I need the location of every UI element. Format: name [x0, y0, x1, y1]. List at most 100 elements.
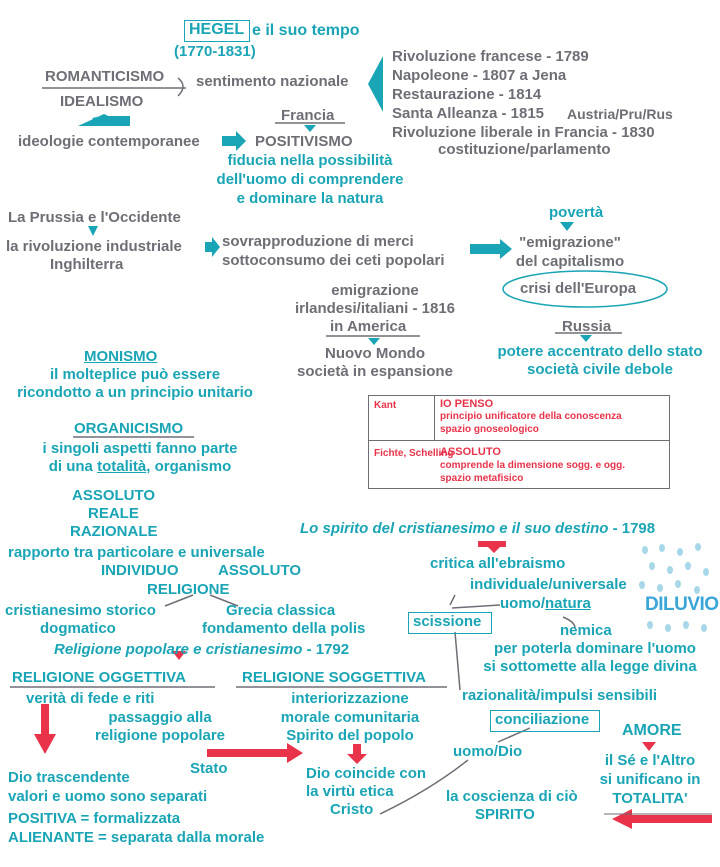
stato: Stato	[190, 760, 228, 777]
organicismo-line-2: di una totalità, organismo	[20, 458, 260, 476]
passaggio-1: passaggio alla	[108, 709, 212, 726]
prussia: La Prussia e l'Occidente	[8, 209, 181, 226]
francia: Francia	[281, 107, 335, 124]
fiducia-line-1: fiducia nella possibilità	[227, 152, 393, 169]
monismo-line-2: ricondotto a un principio unitario	[17, 384, 253, 401]
razionale: RAZIONALE	[70, 523, 158, 540]
amore-line-1: il Sé e l'Altro	[604, 752, 696, 769]
kant-line-2: spazio gnoseologico	[440, 424, 539, 435]
history-item: costituzione/parlamento	[438, 141, 611, 158]
history-item: Rivoluzione liberale in Francia - 1830	[392, 124, 655, 141]
rivoluzione-industriale: la rivoluzione industriale	[6, 238, 182, 255]
reale: REALE	[88, 505, 139, 522]
poverta: povertà	[549, 204, 604, 221]
fichte-line-2: spazio metafisico	[440, 473, 524, 484]
fichte-line-1: comprende la dimensione sogg. e ogg.	[440, 460, 626, 471]
hegel-title: HEGEL	[189, 21, 245, 38]
totalita-label: totalità	[97, 458, 147, 475]
cristianesimo-storico: cristianesimo storico	[5, 602, 156, 619]
critica-ebraismo: critica all'ebraismo	[430, 555, 566, 572]
uomo-label: uomo/	[500, 595, 545, 612]
dominare-2: si sottomette alla legge divina	[483, 658, 697, 675]
america-label: America	[346, 318, 407, 335]
potere-2: società civile debole	[527, 361, 673, 378]
fiducia-line-2: dell'uomo di comprendere	[216, 171, 404, 188]
in-label: in	[330, 318, 347, 335]
dio-coincide-2: la virtù etica	[306, 783, 394, 800]
emigrazione-capitalismo-2: del capitalismo	[515, 253, 625, 270]
amore-line-3: TOTALITA'	[612, 790, 688, 807]
spirito-title-text: Lo spirito del cristianesimo e il suo de…	[300, 520, 609, 537]
history-item: Santa Alleanza - 1815	[392, 105, 545, 122]
kant-table	[368, 395, 670, 489]
dio-trascendente: Dio trascendente	[8, 769, 130, 786]
hegel-dates: (1770-1831)	[174, 43, 256, 60]
scissione-box	[408, 612, 492, 634]
religione-popolare-title: Religione popolare e cristianesimo - 179…	[54, 641, 349, 659]
grecia-classica: Grecia classica	[226, 602, 336, 619]
alienante: ALIENANTE = separata dalla morale	[8, 829, 265, 846]
organicismo-line-1: i singoli aspetti fanno parte	[42, 440, 238, 457]
rapporto: rapporto tra particolare e universale	[8, 544, 265, 561]
conciliazione-box	[490, 710, 600, 732]
potere-1: potere accentrato dello stato	[497, 343, 703, 360]
fichte-name: Fichte, Schelling	[374, 448, 454, 459]
right-arrow-positivismo	[222, 131, 246, 151]
sovrapproduzione: sovrapproduzione di merci	[222, 233, 414, 250]
emigrazione-line-2: irlandesi/italiani - 1816	[294, 300, 456, 317]
assoluto: ASSOLUTO	[72, 487, 156, 504]
passaggio-2: religione popolare	[94, 727, 226, 744]
dogmatico: dogmatico	[40, 620, 116, 637]
amore: AMORE	[622, 722, 682, 739]
up-arrow-idealismo	[78, 114, 130, 126]
nemica: nemica	[560, 622, 612, 639]
soggettiva-2: morale comunitaria	[280, 709, 420, 726]
dominare-1: per poterla dominare l'uomo	[494, 640, 696, 657]
russia: Russia	[562, 318, 612, 335]
rain-drops	[639, 543, 709, 632]
fichte-title: ASSOLUTO	[440, 446, 501, 458]
rp-title-text: Religione popolare e cristianesimo	[54, 641, 303, 658]
rp-year: - 1792	[302, 641, 350, 658]
nuovo-mondo-1: Nuovo Mondo	[325, 345, 425, 362]
religione-soggettiva: RELIGIONE SOGGETTIVA	[242, 669, 426, 686]
spirito-year: - 1798	[608, 520, 656, 537]
verita-fede: verità di fede e riti	[26, 690, 155, 707]
left-arrow-history	[368, 56, 383, 112]
valori-separati: valori e uomo sono separati	[8, 788, 208, 805]
monismo-title: MONISMO	[84, 348, 158, 365]
in-america: in America	[330, 318, 406, 336]
uomo-natura: uomo/natura	[500, 595, 591, 613]
assoluto-2: ASSOLUTO	[218, 562, 302, 579]
sottoconsumo: sottoconsumo dei ceti popolari	[222, 252, 445, 269]
conciliazione: conciliazione	[495, 711, 590, 728]
positivismo: POSITIVISMO	[255, 133, 353, 150]
natura-label: natura	[545, 595, 591, 612]
religione: RELIGIONE	[147, 581, 230, 598]
ideologie-contemporanee: ideologie contemporanee	[18, 133, 200, 150]
kant-name: Kant	[374, 400, 397, 411]
history-item: Rivoluzione francese - 1789	[392, 48, 589, 65]
sentimento-nazionale: sentimento nazionale	[196, 73, 349, 90]
emigrazione-line-1: emigrazione	[331, 282, 419, 299]
organicismo-title: ORGANICISMO	[74, 420, 184, 437]
polis: fondamento della polis	[202, 620, 366, 637]
scissione: scissione	[413, 613, 482, 630]
monismo-line-1: il molteplice può essere	[49, 366, 221, 383]
idealismo: IDEALISMO	[60, 93, 144, 110]
fiducia-line-3: e dominare la natura	[236, 190, 384, 207]
amore-line-2: si unificano in	[599, 771, 701, 788]
inghilterra: Inghilterra	[50, 256, 124, 273]
romanticismo: ROMANTICISMO	[45, 68, 165, 85]
coscienza: la coscienza di ciò	[446, 788, 578, 805]
kant-title: IO PENSO	[440, 398, 494, 410]
nuovo-mondo-2: società in espansione	[297, 363, 453, 380]
emigrazione-capitalismo-1: "emigrazione"	[519, 234, 621, 251]
individuale-universale: individuale/universale	[470, 576, 627, 593]
post-label: , organismo	[146, 458, 232, 475]
soggettiva-1: interiorizzazione	[291, 690, 409, 707]
diluvio: DILUVIO	[645, 594, 719, 615]
history-item: Napoleone - 1807 a Jena	[392, 67, 567, 84]
dio-coincide-1: Dio coincide con	[306, 765, 427, 782]
soggettiva-3: Spirito del popolo	[286, 727, 414, 744]
